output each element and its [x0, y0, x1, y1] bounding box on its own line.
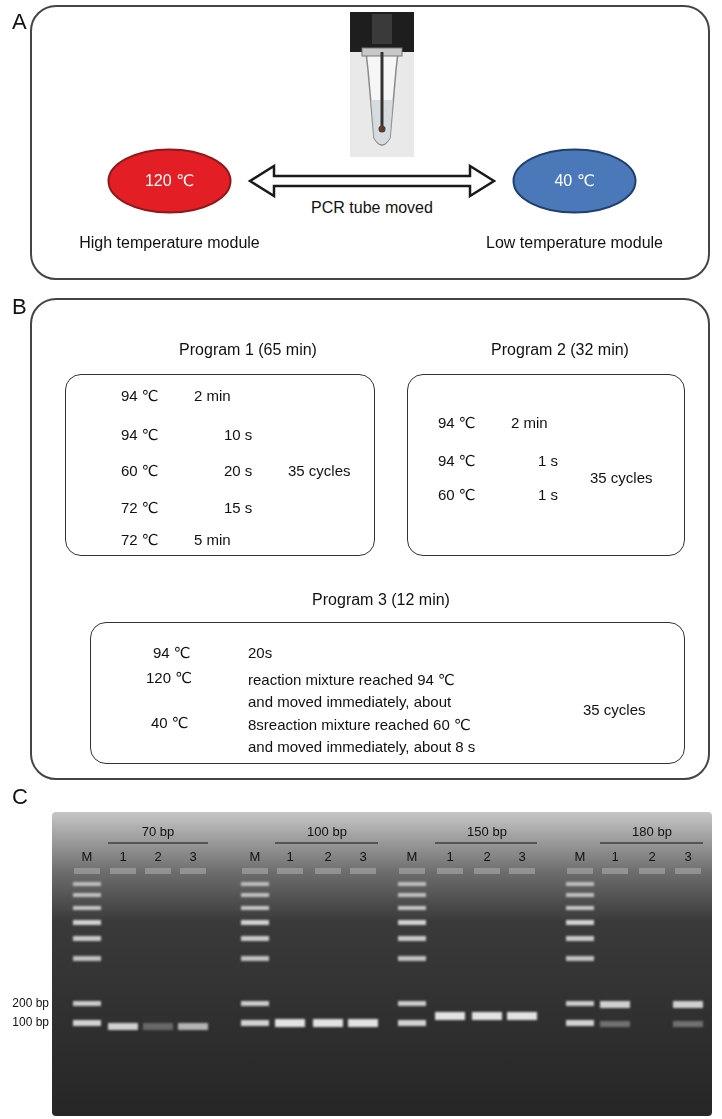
program-box: Program 2 (32 min)94 ℃2 min94 ℃1 s35 cyc… [407, 374, 685, 556]
step-description: reaction mixture reached 94 ℃ and moved … [248, 669, 470, 713]
lane-label: 1 [611, 849, 618, 865]
gel-well [74, 868, 701, 874]
step-time: 2 min [194, 387, 231, 405]
step-temperature: 120 ℃ [146, 669, 192, 687]
step-temperature: 94 ℃ [153, 644, 191, 662]
agarose-gel [52, 812, 712, 1116]
temperature-label: 40 ℃ [554, 172, 594, 190]
step-temperature: 72 ℃ [121, 499, 159, 517]
lane-label: 1 [119, 849, 126, 865]
step-time: 20 s [224, 462, 252, 480]
step-temperature: 94 ℃ [438, 452, 476, 470]
size-label: 200 bp [12, 996, 49, 1011]
group-label: 150 bp [467, 824, 507, 840]
step-temperature: 60 ℃ [438, 486, 476, 504]
lane-label: M [407, 849, 418, 865]
program-title: Program 2 (32 min) [491, 341, 629, 359]
module-label: High temperature module [79, 234, 260, 252]
lane-label: 3 [684, 849, 691, 865]
lane-label: 2 [483, 849, 490, 865]
step-time: 1 s [538, 452, 558, 470]
step-time: 2 min [511, 414, 548, 432]
lane-label: M [575, 849, 586, 865]
group-label: 100 bp [307, 824, 347, 840]
temperature-label: 120 ℃ [145, 172, 194, 190]
step-description: 8sreaction mixture reached 60 ℃ and move… [248, 714, 488, 758]
low-temperature-module: 40 ℃Low temperature module [512, 148, 637, 214]
panel-letter: A [12, 9, 27, 35]
step-time: 1 s [538, 486, 558, 504]
lane-label: 2 [324, 849, 331, 865]
double-arrow [250, 166, 494, 196]
program-title: Program 1 (65 min) [179, 341, 317, 359]
lane-label: 3 [359, 849, 366, 865]
panel-frame: A120 ℃High temperature module40 ℃Low tem… [30, 5, 710, 280]
panel-letter: C [12, 784, 28, 809]
sample-bands [108, 1001, 703, 1030]
step-temperature: 94 ℃ [438, 414, 476, 432]
high-temperature-module: 120 ℃High temperature module [107, 148, 232, 214]
ellipse-shape [514, 150, 636, 213]
cycle-count: 35 cycles [590, 469, 653, 487]
program-box: Program 1 (65 min)94 ℃2 min94 ℃10 s35 cy… [65, 374, 375, 556]
group-label: 180 bp [632, 824, 672, 840]
lane-label: 3 [189, 849, 196, 865]
lane-label: M [250, 849, 261, 865]
panel-letter: B [12, 294, 27, 320]
step-time: 10 s [224, 426, 252, 444]
lane-label: 3 [518, 849, 525, 865]
step-temperature: 40 ℃ [151, 714, 189, 732]
panel-frame: BProgram 1 (65 min)94 ℃2 min94 ℃10 s35 c… [30, 298, 710, 780]
lane-group-line [108, 842, 703, 843]
lane-label: 2 [648, 849, 655, 865]
step-time: 15 s [224, 499, 252, 517]
step-temperature: 72 ℃ [121, 531, 159, 549]
module-label: Low temperature module [486, 234, 663, 252]
step-temperature: 94 ℃ [121, 387, 159, 405]
step-time: 20s [248, 644, 272, 662]
size-label: 100 bp [12, 1015, 49, 1030]
program-box: Program 3 (12 min)94 ℃20s120 ℃reaction m… [90, 622, 685, 764]
ladder-bands [73, 882, 594, 1026]
lane-label: 1 [446, 849, 453, 865]
step-temperature: 94 ℃ [121, 426, 159, 444]
lane-label: 2 [154, 849, 161, 865]
group-label: 70 bp [142, 824, 175, 840]
ellipse-shape [109, 150, 231, 213]
pcr-tube-photo [350, 12, 414, 157]
program-title: Program 3 (12 min) [312, 591, 450, 609]
cycle-count: 35 cycles [583, 701, 646, 719]
arrow-label: PCR tube moved [309, 199, 435, 217]
lane-label: M [82, 849, 93, 865]
step-temperature: 60 ℃ [121, 462, 159, 480]
cycle-count: 35 cycles [288, 462, 351, 480]
step-time: 5 min [194, 531, 231, 549]
lane-label: 1 [286, 849, 293, 865]
